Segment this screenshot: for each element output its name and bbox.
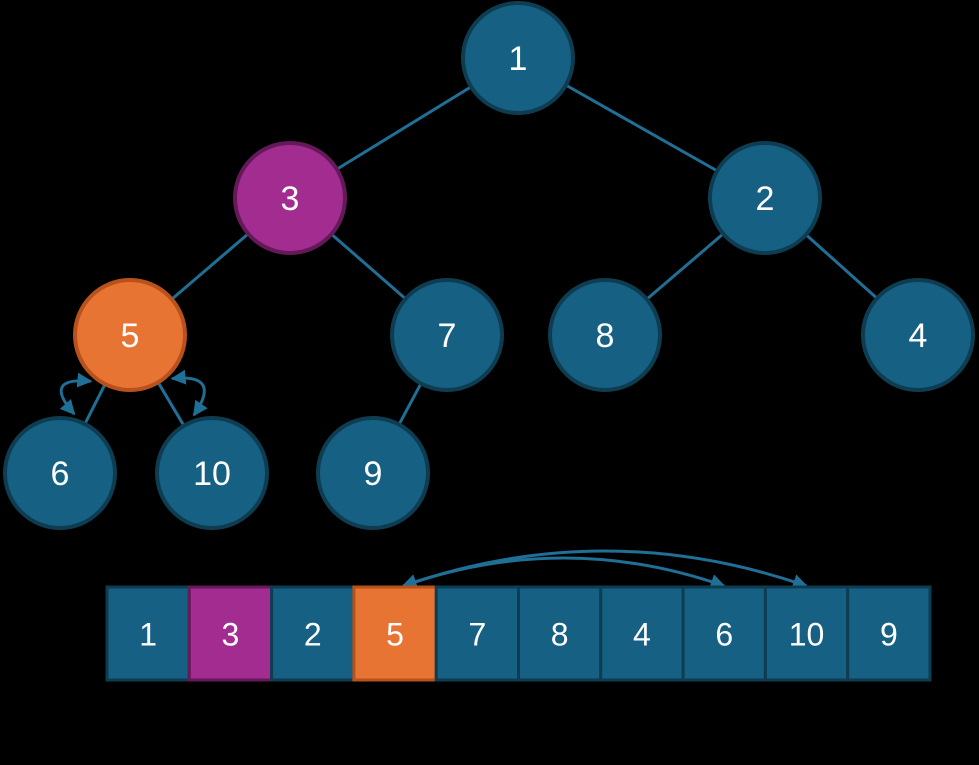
array-cell-7[interactable]: 6 (681, 585, 767, 682)
tree-node-7[interactable]: 7 (390, 278, 504, 392)
array-cell-0[interactable]: 1 (105, 585, 191, 682)
tree-node-circle-4[interactable] (861, 278, 975, 392)
tree-edge-5-10 (156, 380, 186, 428)
tree-swap-5-6 (59, 372, 93, 416)
tree-edge-3-5 (170, 231, 250, 302)
array-cell-box-4[interactable] (434, 585, 521, 682)
array-swap-3-8 (401, 549, 808, 589)
tree-node-1[interactable]: 1 (461, 1, 575, 115)
array-cell-box-7[interactable] (681, 585, 767, 682)
array-cell-1[interactable]: 3 (187, 585, 274, 682)
tree-node-3[interactable]: 3 (233, 141, 347, 255)
array-cell-4[interactable]: 7 (434, 585, 521, 682)
tree-node-2[interactable]: 2 (708, 141, 822, 255)
tree-node-circle-5[interactable] (73, 278, 187, 392)
array-cell-5[interactable]: 8 (517, 585, 603, 682)
array-cell-8[interactable]: 10 (763, 585, 850, 682)
tree-edge-7-9 (397, 381, 423, 427)
tree-node-circle-7[interactable] (390, 278, 504, 392)
tree-node-circle-3[interactable] (233, 141, 347, 255)
tree-edge-1-3 (335, 84, 473, 172)
tree-node-4[interactable]: 4 (861, 278, 975, 392)
tree-node-circle-10[interactable] (155, 416, 269, 530)
tree-node-9[interactable]: 9 (316, 416, 430, 530)
tree-node-circle-1[interactable] (461, 1, 575, 115)
array-cell-box-9[interactable] (846, 585, 932, 682)
array-cell-6[interactable]: 4 (599, 585, 685, 682)
array-cell-box-5[interactable] (517, 585, 603, 682)
tree-edges (83, 83, 879, 428)
tree-node-circle-6[interactable] (3, 416, 117, 530)
tree-node-5[interactable]: 5 (73, 278, 187, 392)
array-cell-box-8[interactable] (763, 585, 850, 682)
tree-node-8[interactable]: 8 (548, 278, 662, 392)
tree-node-circle-8[interactable] (548, 278, 662, 392)
tree-edge-3-7 (329, 232, 408, 301)
tree-edge-1-2 (564, 83, 719, 173)
tree-node-circle-9[interactable] (316, 416, 430, 530)
array-cell-9[interactable]: 9 (846, 585, 932, 682)
tree-edge-5-6 (83, 382, 107, 426)
tree-node-6[interactable]: 6 (3, 416, 117, 530)
tree-edge-2-4 (804, 232, 879, 301)
array-cell-2[interactable]: 2 (270, 585, 356, 682)
array-cell-box-3[interactable] (352, 585, 438, 682)
array-cell-box-6[interactable] (599, 585, 685, 682)
array-swap-arrows (401, 549, 808, 589)
tree-node-10[interactable]: 10 (155, 416, 269, 530)
array-cell-3[interactable]: 5 (352, 585, 438, 682)
tree-edge-2-8 (645, 231, 725, 302)
array-cell-box-2[interactable] (270, 585, 356, 682)
array-cell-box-0[interactable] (105, 585, 191, 682)
tree-swap-arrows (59, 369, 208, 417)
tree-swap-5-10 (170, 369, 208, 417)
array-cell-box-1[interactable] (187, 585, 274, 682)
tree-node-circle-2[interactable] (708, 141, 822, 255)
